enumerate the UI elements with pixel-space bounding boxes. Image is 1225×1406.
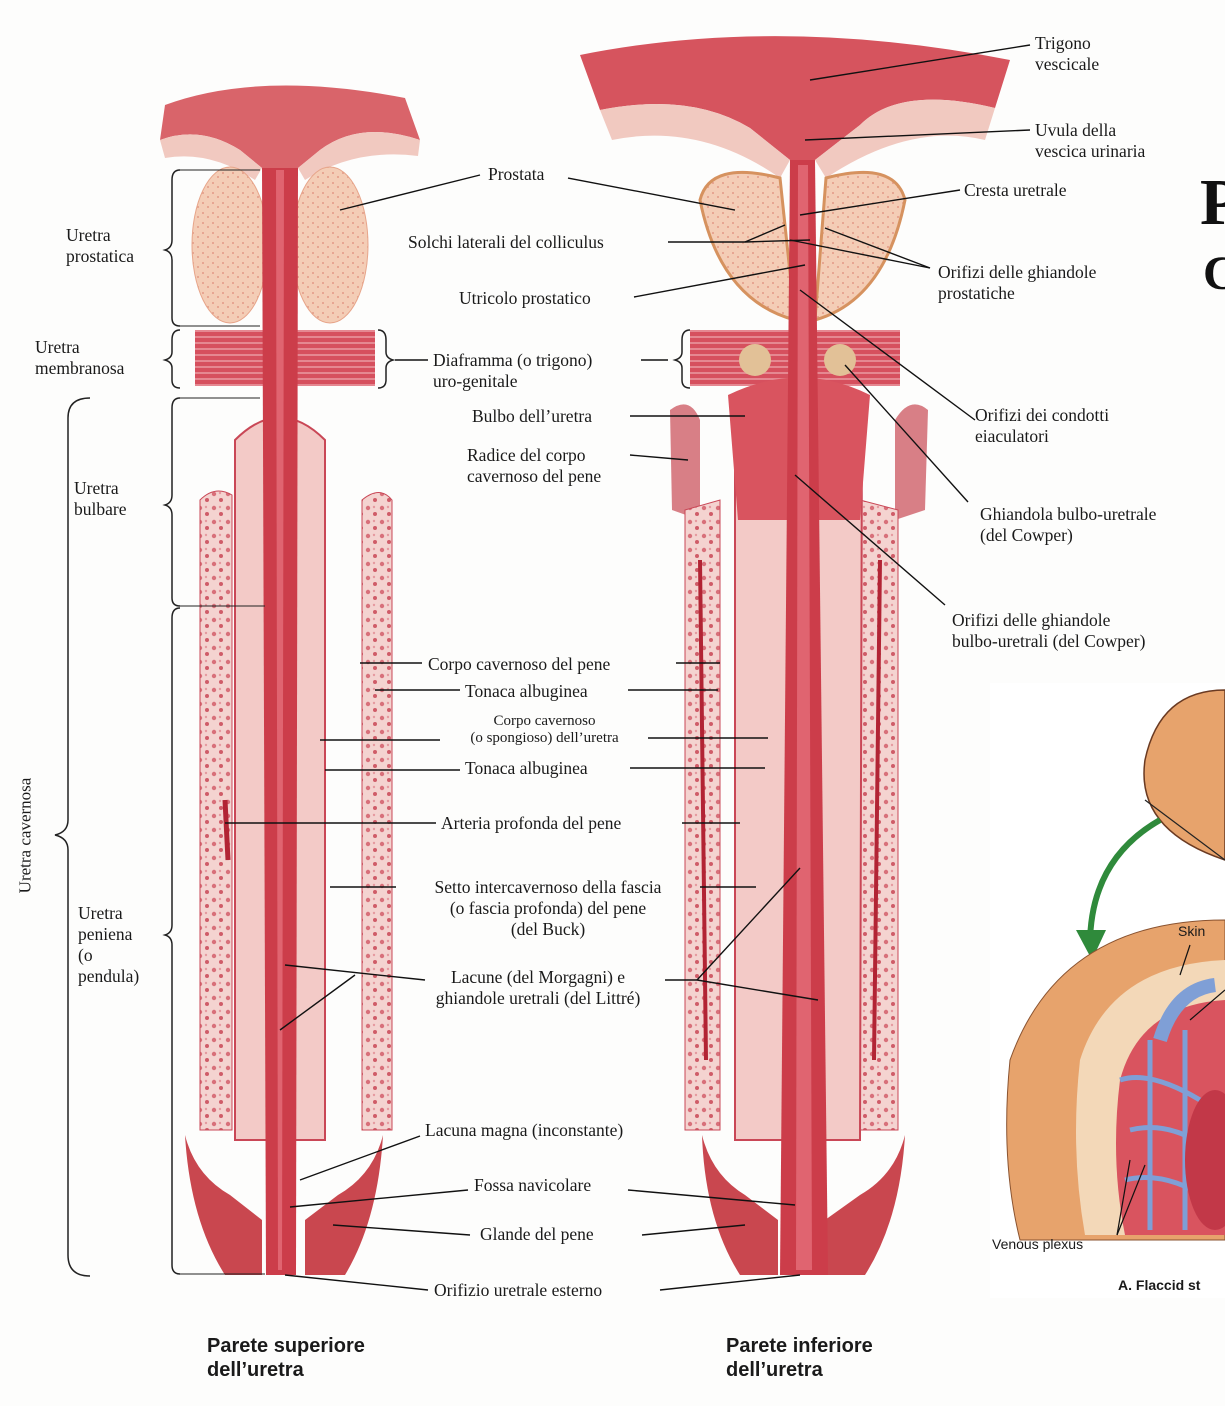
inset-figure bbox=[990, 683, 1225, 1298]
label-bulbo: Bulbo dell’uretra bbox=[472, 406, 592, 427]
right-specimen bbox=[580, 36, 1010, 1275]
label-trigono-line1: Trigono bbox=[1035, 33, 1099, 54]
label-orifizi-prostatiche-line2: prostatiche bbox=[938, 283, 1096, 304]
caption-parete-superiore-line2: dell’uretra bbox=[207, 1358, 365, 1382]
label-tonaca-2: Tonaca albuginea bbox=[465, 758, 588, 779]
caption-parete-inferiore: Parete inferiore dell’uretra bbox=[726, 1334, 873, 1382]
label-cresta: Cresta uretrale bbox=[964, 180, 1067, 201]
label-lacune-line2: ghiandole uretrali (del Littré) bbox=[413, 988, 663, 1009]
label-radice-line1: Radice del corpo bbox=[467, 445, 601, 466]
label-orifizi-eiaculatori-line2: eiaculatori bbox=[975, 426, 1109, 447]
label-trigono: Trigono vescicale bbox=[1035, 33, 1099, 75]
label-uretra-bulbare-line2: bulbare bbox=[74, 499, 126, 520]
edge-letter-c: C bbox=[1203, 250, 1225, 298]
label-uretra-peniena-line2: peniena bbox=[78, 924, 139, 945]
label-diaframma-line2: uro-genitale bbox=[433, 371, 592, 392]
caption-parete-inferiore-line2: dell’uretra bbox=[726, 1358, 873, 1382]
label-uvula: Uvula della vescica urinaria bbox=[1035, 120, 1145, 162]
label-trigono-line2: vescicale bbox=[1035, 54, 1099, 75]
label-uretra-cavernosa: Uretra cavernosa bbox=[15, 761, 36, 911]
label-fossa: Fossa navicolare bbox=[474, 1175, 591, 1196]
caption-parete-superiore-line1: Parete superiore bbox=[207, 1334, 365, 1358]
label-diaframma-line1: Diaframma (o trigono) bbox=[433, 350, 592, 371]
label-orifizi-bulbo: Orifizi delle ghiandole bulbo-uretrali (… bbox=[952, 610, 1145, 652]
label-corpo-spongioso-line1: Corpo cavernoso bbox=[442, 713, 647, 730]
label-corpo-cavernoso: Corpo cavernoso del pene bbox=[428, 654, 610, 675]
label-uretra-bulbare: Uretra bulbare bbox=[74, 478, 126, 520]
label-lacune-line1: Lacune (del Morgagni) e bbox=[413, 967, 663, 988]
label-orifizi-prostatiche-line1: Orifizi delle ghiandole bbox=[938, 262, 1096, 283]
label-diaframma: Diaframma (o trigono) uro-genitale bbox=[433, 350, 592, 392]
label-ghiandola-bulbo-line2: (del Cowper) bbox=[980, 525, 1156, 546]
label-setto: Setto intercavernoso della fascia (o fas… bbox=[398, 877, 698, 940]
label-uretra-membranosa: Uretra membranosa bbox=[35, 337, 124, 379]
label-setto-line2: (o fascia profonda) del pene bbox=[398, 898, 698, 919]
label-uretra-peniena-line3: (o bbox=[78, 945, 139, 966]
inset-label-venous: Venous plexus bbox=[992, 1236, 1083, 1252]
label-setto-line1: Setto intercavernoso della fascia bbox=[398, 877, 698, 898]
label-setto-line3: (del Buck) bbox=[398, 919, 698, 940]
label-tonaca-1: Tonaca albuginea bbox=[465, 681, 588, 702]
label-lacuna-magna: Lacuna magna (inconstante) bbox=[425, 1120, 623, 1141]
caption-parete-superiore: Parete superiore dell’uretra bbox=[207, 1334, 365, 1382]
label-prostata: Prostata bbox=[488, 164, 544, 185]
label-orifizi-bulbo-line1: Orifizi delle ghiandole bbox=[952, 610, 1145, 631]
label-uretra-prostatica: Uretra prostatica bbox=[66, 225, 134, 267]
label-uretra-prostatica-line1: Uretra bbox=[66, 225, 134, 246]
label-corpo-spongioso-line2: (o spongioso) dell’uretra bbox=[442, 730, 647, 747]
label-uvula-line1: Uvula della bbox=[1035, 120, 1145, 141]
label-uretra-prostatica-line2: prostatica bbox=[66, 246, 134, 267]
label-radice-line2: cavernoso del pene bbox=[467, 466, 601, 487]
label-uretra-bulbare-line1: Uretra bbox=[74, 478, 126, 499]
inset-caption: A. Flaccid st bbox=[1118, 1277, 1200, 1293]
label-arteria: Arteria profonda del pene bbox=[441, 813, 621, 834]
label-ghiandola-bulbo-line1: Ghiandola bulbo-uretrale bbox=[980, 504, 1156, 525]
label-radice: Radice del corpo cavernoso del pene bbox=[467, 445, 601, 487]
label-orifizi-eiaculatori-line1: Orifizi dei condotti bbox=[975, 405, 1109, 426]
label-solchi: Solchi laterali del colliculus bbox=[408, 232, 604, 253]
label-uretra-peniena-line4: pendula) bbox=[78, 966, 139, 987]
left-specimen bbox=[160, 86, 420, 1275]
label-uretra-membranosa-line2: membranosa bbox=[35, 358, 124, 379]
label-uretra-peniena: Uretra peniena (o pendula) bbox=[78, 903, 139, 987]
inset-label-skin: Skin bbox=[1178, 923, 1205, 939]
label-orifizi-prostatiche: Orifizi delle ghiandole prostatiche bbox=[938, 262, 1096, 304]
label-uvula-line2: vescica urinaria bbox=[1035, 141, 1145, 162]
label-uretra-peniena-line1: Uretra bbox=[78, 903, 139, 924]
label-ghiandola-bulbo: Ghiandola bulbo-uretrale (del Cowper) bbox=[980, 504, 1156, 546]
caption-parete-inferiore-line1: Parete inferiore bbox=[726, 1334, 873, 1358]
label-uretra-membranosa-line1: Uretra bbox=[35, 337, 124, 358]
label-corpo-spongioso: Corpo cavernoso (o spongioso) dell’uretr… bbox=[442, 713, 647, 747]
edge-letter-p: P bbox=[1200, 170, 1225, 236]
label-orifizi-bulbo-line2: bulbo-uretrali (del Cowper) bbox=[952, 631, 1145, 652]
label-utricolo: Utricolo prostatico bbox=[459, 288, 591, 309]
label-glande: Glande del pene bbox=[480, 1224, 594, 1245]
label-orifizio: Orifizio uretrale esterno bbox=[434, 1280, 602, 1301]
label-orifizi-eiaculatori: Orifizi dei condotti eiaculatori bbox=[975, 405, 1109, 447]
label-lacune: Lacune (del Morgagni) e ghiandole uretra… bbox=[413, 967, 663, 1009]
